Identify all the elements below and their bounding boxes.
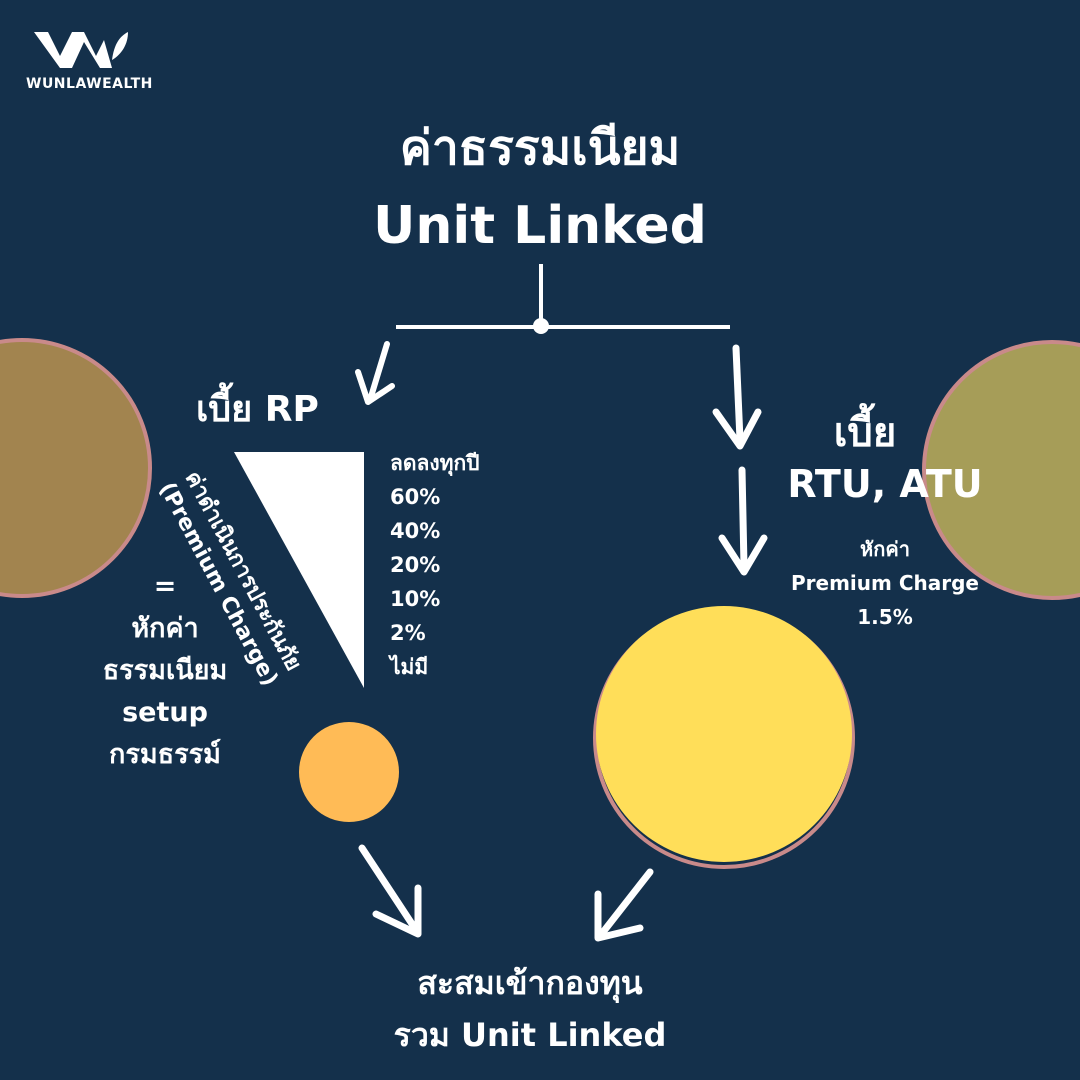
wunlawealth-logo-icon xyxy=(34,32,128,68)
setup-fee-line-3: setup xyxy=(122,697,208,728)
rtu-fund-circle xyxy=(596,606,852,862)
setup-fee-line-4: กรมธรรม์ xyxy=(109,739,221,770)
rtu-deduct-rate: 1.5% xyxy=(857,605,913,629)
setup-fee-line-1: หักค่า xyxy=(131,613,199,644)
rate-year-2: 40% xyxy=(390,519,441,543)
connector-node xyxy=(533,318,549,334)
setup-fee-line-2: ธรรมเนียม xyxy=(102,655,228,686)
title-line-2: Unit Linked xyxy=(373,196,707,256)
rtu-premium-label: เบี้ย xyxy=(833,410,897,456)
rate-year-4: 10% xyxy=(390,587,441,611)
rp-premium-label: เบี้ย RP xyxy=(196,389,319,430)
decreasing-fee-triangle xyxy=(234,452,364,688)
rp-fund-circle xyxy=(299,722,399,822)
arrow-to-rtu-icon xyxy=(712,344,762,450)
arrow-rp-to-fund-icon xyxy=(358,844,422,938)
brand-name: WUNLAWEALTH xyxy=(26,76,153,92)
left-decor-circle xyxy=(0,338,152,598)
arrow-rtu-to-fund-icon xyxy=(594,868,654,942)
rtu-premium-charge-block: หักค่า Premium Charge 1.5% xyxy=(780,532,990,634)
arrow-to-rp-icon xyxy=(355,341,395,405)
accumulate-fund-label: สะสมเข้ากองทุน xyxy=(417,964,643,1002)
rtu-deduct-line-1: หักค่า xyxy=(860,537,910,561)
rate-heading: ลดลงทุกปี xyxy=(390,451,480,475)
arrow-rtu-down-icon xyxy=(718,466,768,576)
rate-year-6: ไม่มี xyxy=(390,655,429,679)
equals-sign: = xyxy=(153,571,177,602)
setup-fee-block: = หักค่า ธรรมเนียม setup กรมธรรม์ xyxy=(60,566,270,776)
right-decor-circle xyxy=(922,340,1080,600)
rtu-atu-label: RTU, ATU xyxy=(787,462,983,506)
rate-year-3: 20% xyxy=(390,553,441,577)
rate-year-5: 2% xyxy=(390,621,426,645)
rate-year-1: 60% xyxy=(390,485,441,509)
rate-list: ลดลงทุกปี 60% 40% 20% 10% 2% ไม่มี xyxy=(390,446,480,684)
unit-linked-total-label: รวม Unit Linked xyxy=(393,1016,667,1054)
title-line-1: ค่าธรรมเนียม xyxy=(399,120,681,176)
rtu-deduct-line-2: Premium Charge xyxy=(791,571,979,595)
